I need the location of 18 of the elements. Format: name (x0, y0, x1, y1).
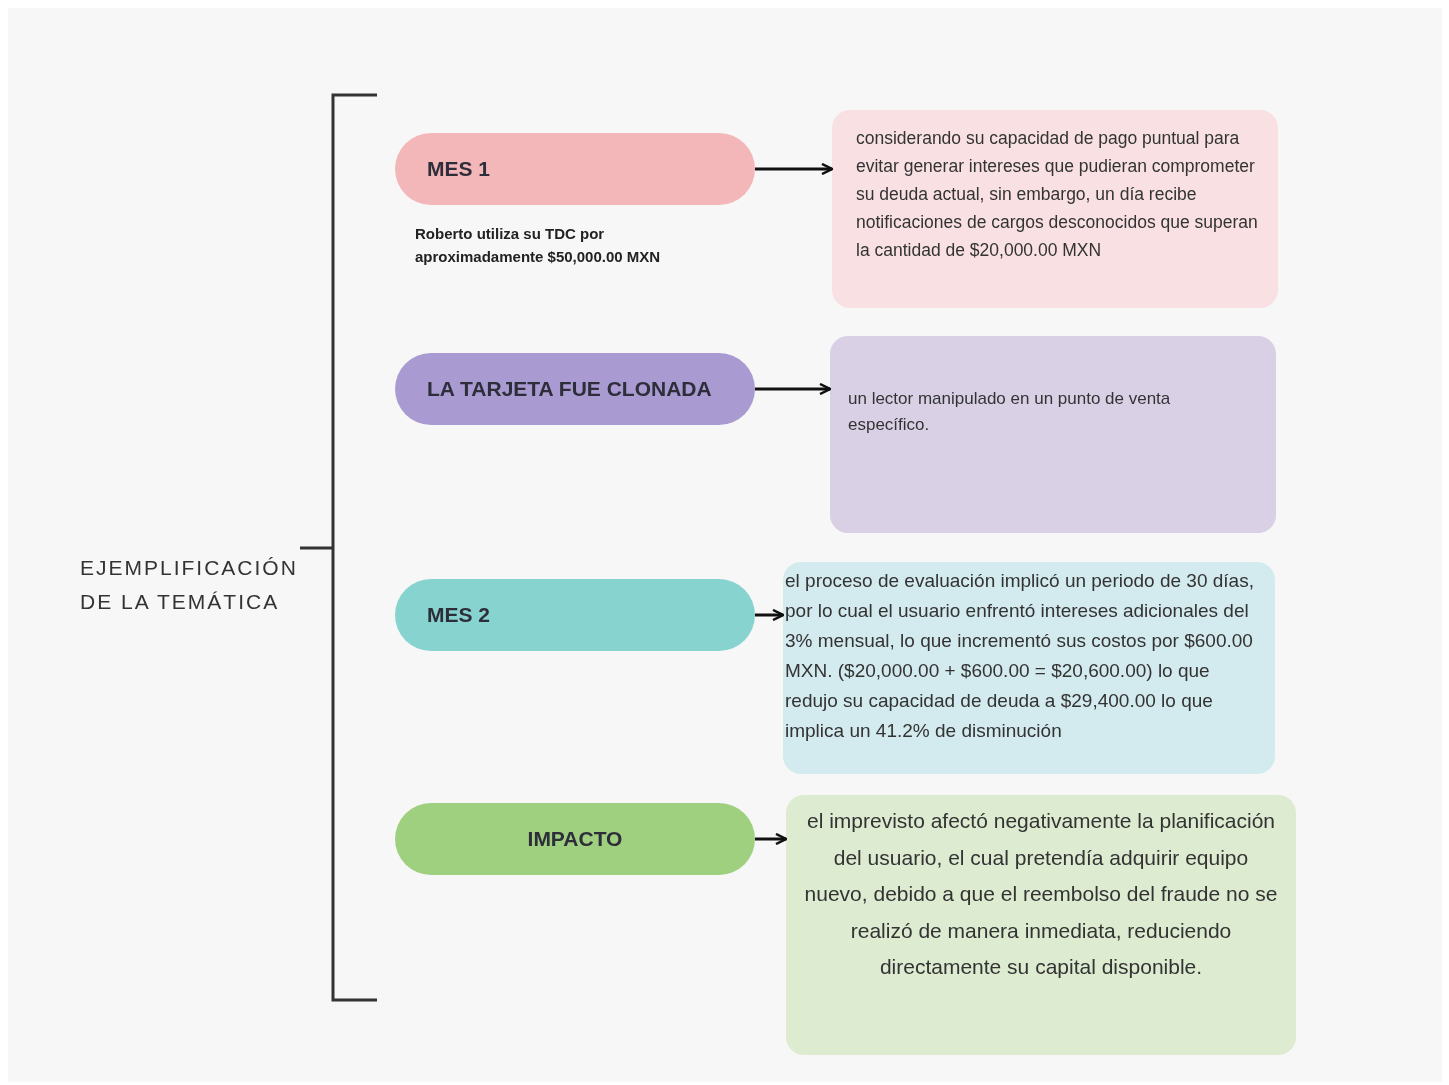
arrow (755, 162, 834, 176)
note-text: Roberto utiliza su TDC por aproximadamente $50,000.00 MXN (415, 224, 662, 267)
description-card (830, 336, 1276, 533)
topic-title: LA TARJETA FUE CLONADA (427, 377, 712, 401)
topic-title: IMPACTO (527, 827, 623, 851)
description-card (786, 795, 1296, 1055)
arrow (755, 382, 832, 396)
description-text: el proceso de evaluación implicó un periodo de 30 días, por lo cual el usuario enfrentó intereses adicionales del 3% mensual, lo que incrementó sus costos por $600.00 MXN. ($20,000.00 + $600.00 = $20,600.00) lo que redujo su capacidad de deuda a $29,400.00 lo que implica un 41.2% de disminución (785, 569, 1255, 744)
description-card (832, 110, 1278, 308)
description-text: el imprevisto afectó negativamente la planificación del usuario, el cual pretendía adquirir equipo nuevo, debido a que el reembolso del fraude no se realizó de manera inmediata, reduciendo directamente su capital disponible. (803, 808, 1279, 981)
arrow (755, 608, 785, 622)
description-card (783, 562, 1275, 774)
description-text: un lector manipulado en un punto de venta específico. (848, 388, 1172, 436)
description-text: considerando su capacidad de pago puntual para evitar generar intereses que pudieran comprometer su deuda actual, sin embargo, un día recibe notificaciones de cargos desconocidos que superan la cantidad de $20,000.00 MXN (856, 127, 1259, 262)
section-heading: EJEMPLIFICACIÓN DE LA TEMÁTICA (80, 555, 299, 615)
arrow (755, 832, 788, 846)
topic-title: MES 2 (427, 603, 491, 627)
topic-title: MES 1 (427, 157, 491, 181)
